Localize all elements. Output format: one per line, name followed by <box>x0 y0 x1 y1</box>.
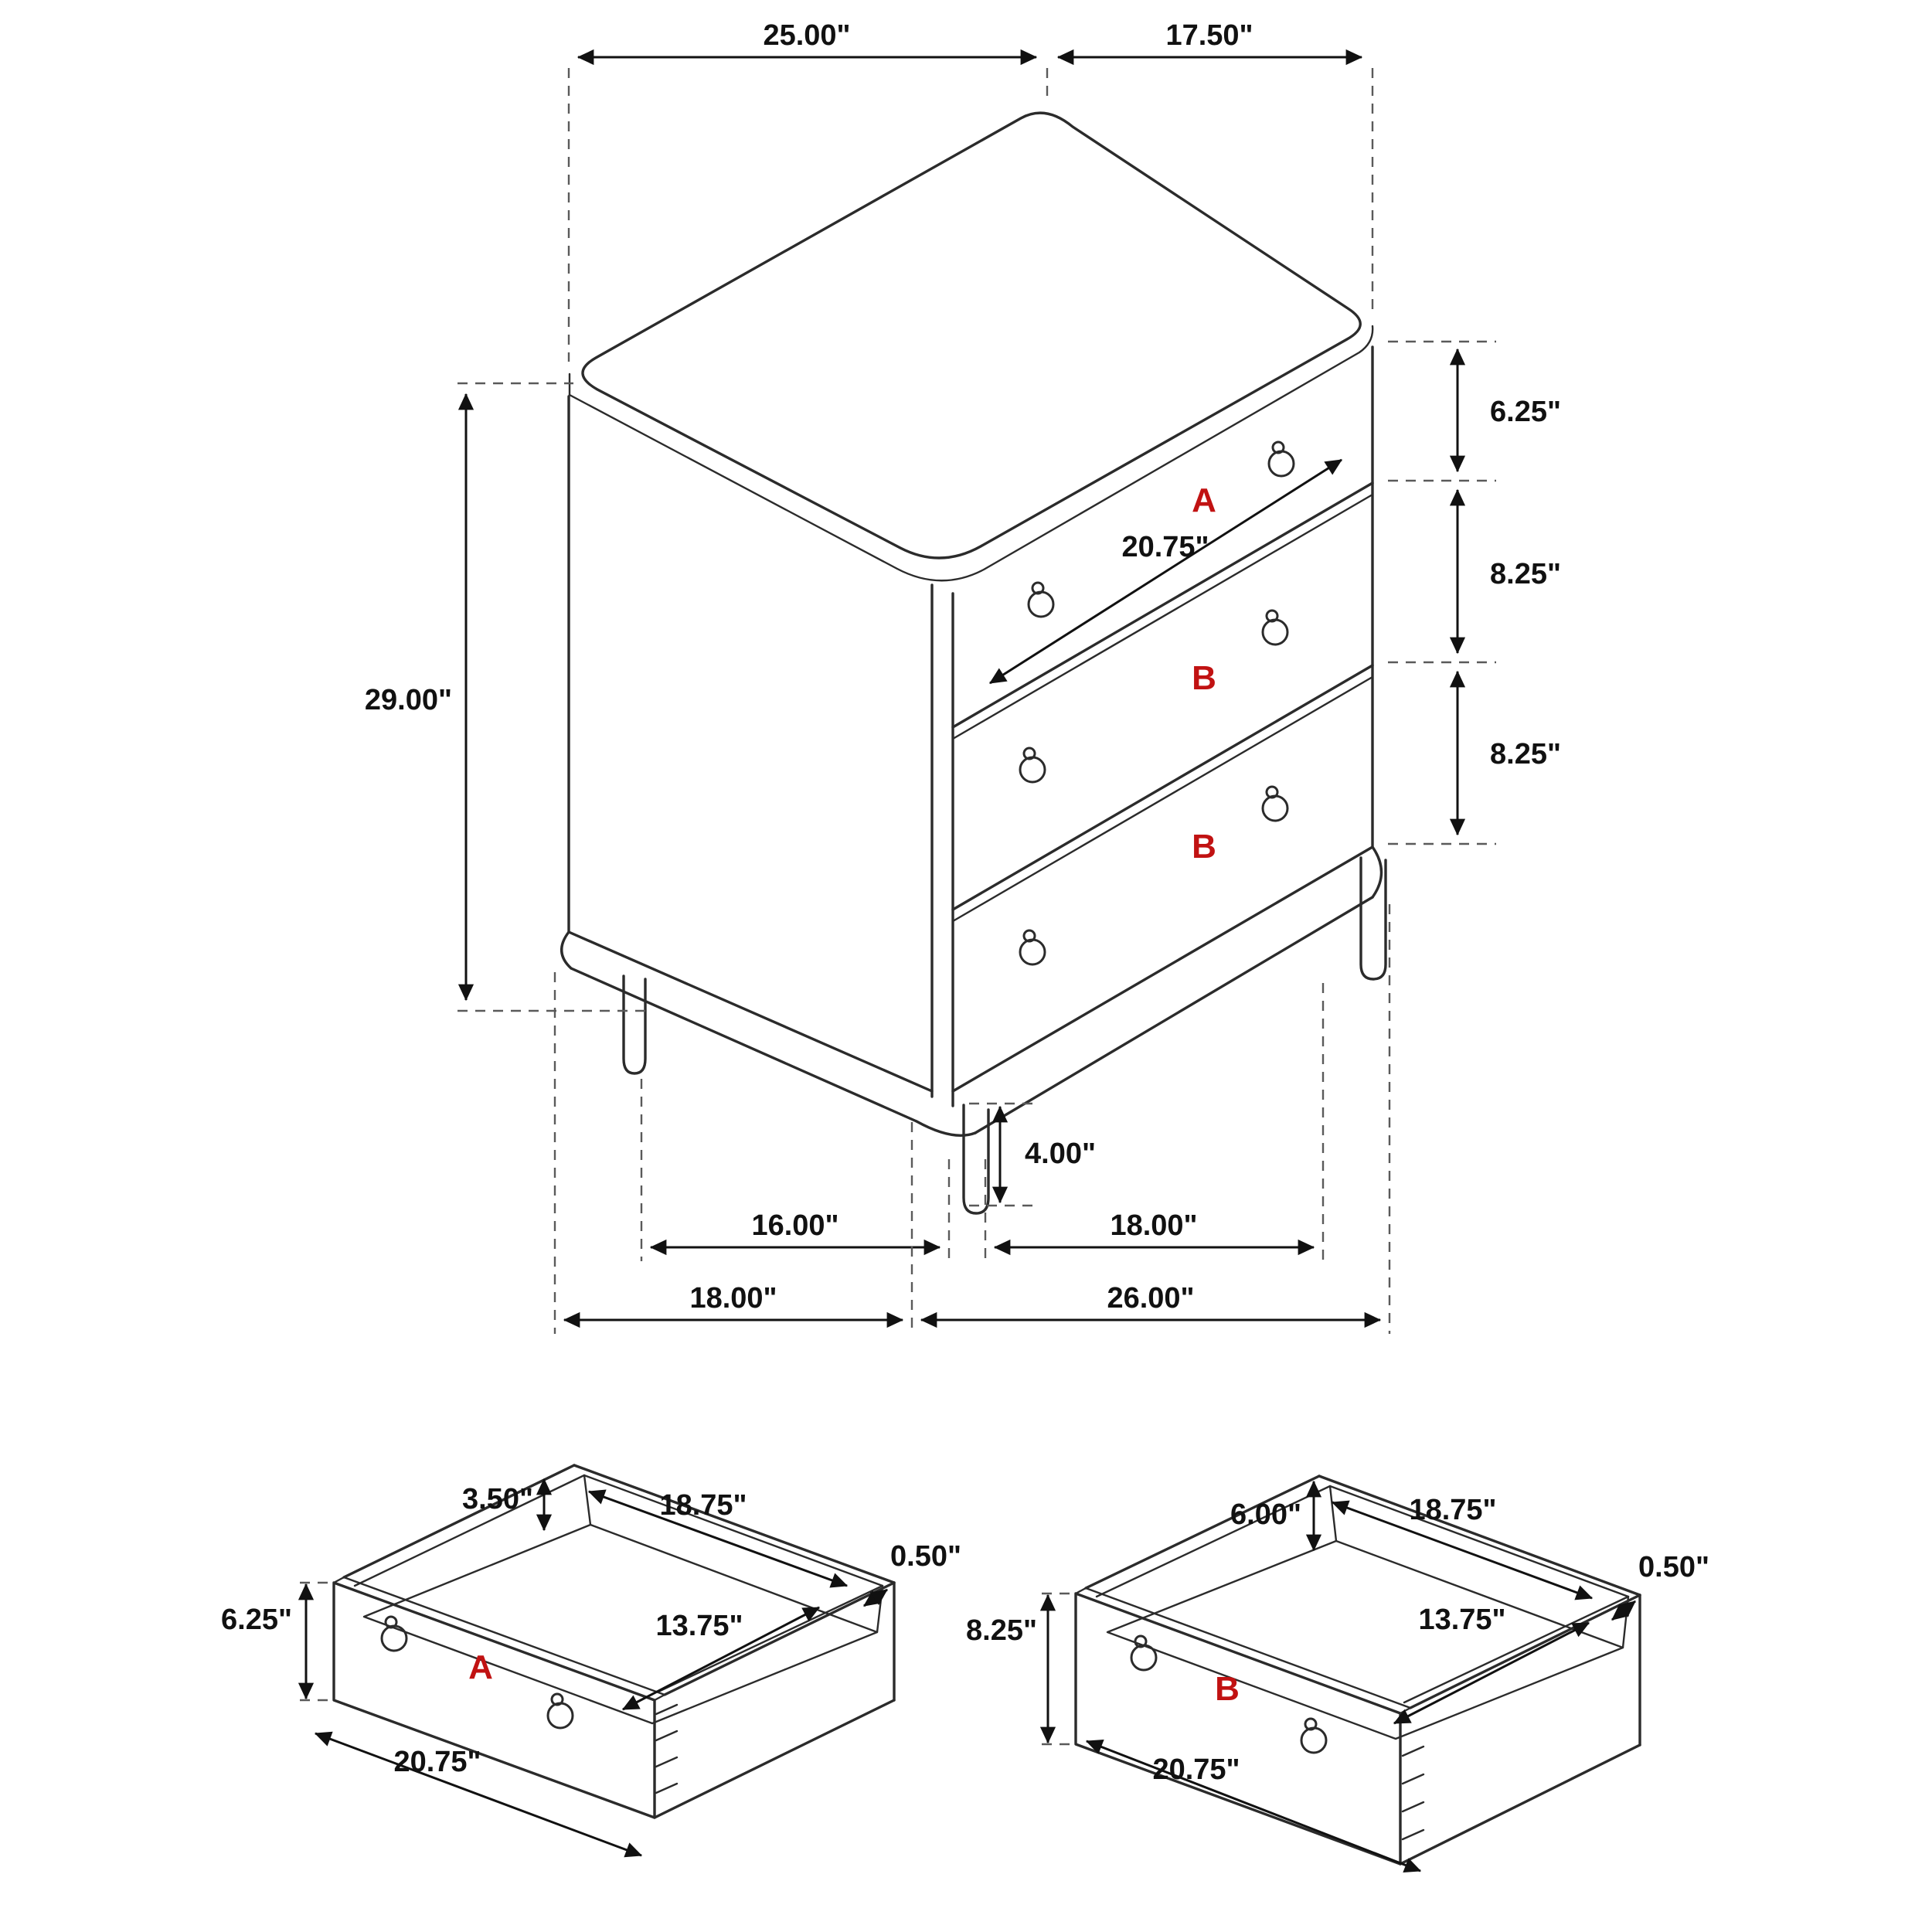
drawer3-right-knob-icon <box>1261 785 1289 822</box>
dim-base-inner-right: 18.00" <box>1110 1209 1197 1242</box>
dimension-line-B-front-width <box>1085 1739 1422 1873</box>
drawer-separator-2 <box>951 664 1374 911</box>
drawerA-corner-back-left <box>583 1474 592 1526</box>
drawerB-corner-back-left <box>1328 1485 1338 1543</box>
drawer1-right-knob-icon <box>1267 440 1295 478</box>
base-rail-right-cap <box>1371 845 1383 899</box>
dim-h2: 8.25" <box>1490 558 1561 590</box>
drawerB-front-panel <box>1074 1592 1402 1866</box>
base-rail-front-corner <box>915 1120 977 1137</box>
drawer-a-detail: A 3.50" 18.75" 0.50" 6.25" 13.75" 20.75" <box>221 1464 961 1858</box>
chest-top-edge-band <box>568 325 1374 582</box>
dim-A-inner-width: 18.75" <box>659 1489 747 1522</box>
drawerA-left-wall-top <box>342 1464 576 1579</box>
dim-A-front-height: 6.25" <box>221 1604 292 1636</box>
dim-front-width: 20.75" <box>1121 531 1209 563</box>
drawerB-front-panel-top <box>1074 1587 1412 1715</box>
chest-top-face <box>581 111 1362 560</box>
drawer2-right-knob-icon <box>1261 609 1289 646</box>
dim-h1: 6.25" <box>1490 396 1561 428</box>
dim-A-inner-depth: 13.75" <box>655 1610 743 1642</box>
dim-top-depth: 17.50" <box>1165 19 1253 52</box>
dim-leg-height: 4.00" <box>1025 1138 1096 1170</box>
drawerA-right-wall-bottom-edge <box>653 1699 896 1819</box>
drawerA-back-wall-top <box>573 1464 896 1584</box>
drawerA-inner-rim <box>353 1474 884 1693</box>
drawerB-label: B <box>1215 1670 1240 1708</box>
base-rail-side-top <box>567 930 934 1093</box>
dimension-line-A-wall-thickness <box>863 1588 888 1607</box>
dim-A-wall-thickness: 0.50" <box>890 1540 961 1573</box>
drawerB-inner-rim <box>1095 1485 1630 1704</box>
dimension-line-A-inner-depth <box>621 1606 821 1711</box>
drawer1-label: A <box>1192 481 1216 519</box>
leg-left <box>622 975 647 1075</box>
drawerA-label: A <box>468 1648 493 1686</box>
dim-B-inner-depth: 13.75" <box>1418 1604 1505 1636</box>
dim-top-width: 25.00" <box>763 19 850 52</box>
dim-base-inner-left: 16.00" <box>751 1209 838 1242</box>
dim-B-inner-width: 18.75" <box>1409 1494 1496 1526</box>
dim-A-wall-height: 3.50" <box>462 1483 533 1515</box>
dim-A-front-width: 20.75" <box>393 1746 481 1778</box>
drawerA-front-panel <box>332 1581 656 1819</box>
dim-B-front-width: 20.75" <box>1152 1753 1240 1786</box>
drawerB-joint-hatch <box>1401 1745 1425 1841</box>
drawer3-left-knob-icon <box>1019 929 1046 966</box>
dim-B-front-height: 8.25" <box>966 1614 1037 1647</box>
drawer1-left-knob-icon <box>1027 581 1055 618</box>
drawer-b-detail: B 6.00" 18.75" 0.50" 8.25" 13.75" 20.75" <box>966 1475 1709 1873</box>
dimension-line-B-wall-thickness <box>1611 1600 1636 1621</box>
base-rail-side-bottom <box>570 967 918 1123</box>
drawerB-floor <box>1106 1539 1624 1740</box>
leg-front <box>962 1104 990 1215</box>
chest-isometric-view: A B B <box>560 111 1387 1215</box>
main-dimensions: 25.00" 17.50" 6.25" 8.25" 8.25" 29.00" 2… <box>365 19 1561 1334</box>
drawerA-floor <box>362 1523 879 1725</box>
drawerB-right-knob-icon <box>1300 1717 1328 1754</box>
base-rail-left-cap <box>560 930 573 970</box>
dim-B-wall-height: 6.00" <box>1230 1498 1301 1531</box>
drawerB-right-wall-bottom-edge <box>1399 1743 1641 1866</box>
leg-right <box>1359 856 1387 981</box>
dim-base-outer-left: 18.00" <box>689 1282 777 1315</box>
base-rail-front-bottom <box>974 896 1374 1134</box>
dimension-line-A-inner-width <box>587 1489 849 1588</box>
drawer-separator-1 <box>951 481 1374 729</box>
dimension-line-A-front-width <box>314 1731 643 1858</box>
drawerA-left-knob-icon <box>380 1615 408 1652</box>
drawerB-left-knob-icon <box>1130 1634 1158 1672</box>
base-rail-front-top <box>951 845 1374 1093</box>
dim-total-height: 29.00" <box>365 684 452 716</box>
drawer2-label: B <box>1192 659 1216 697</box>
drawerB-left-wall-top <box>1084 1475 1321 1590</box>
dim-base-outer-right: 26.00" <box>1107 1282 1194 1315</box>
dim-B-wall-thickness: 0.50" <box>1638 1551 1709 1583</box>
drawer3-label: B <box>1192 828 1216 866</box>
drawerA-right-knob-icon <box>546 1692 574 1730</box>
dimension-line-B-inner-width <box>1331 1500 1594 1600</box>
dim-h3: 8.25" <box>1490 738 1561 770</box>
drawer-separator-2b <box>951 675 1374 923</box>
drawer2-left-knob-icon <box>1019 747 1046 784</box>
dimension-line-front-width <box>988 458 1343 685</box>
drawerA-front-panel-top <box>332 1576 666 1702</box>
dimension-line-B-inner-depth <box>1393 1621 1590 1725</box>
